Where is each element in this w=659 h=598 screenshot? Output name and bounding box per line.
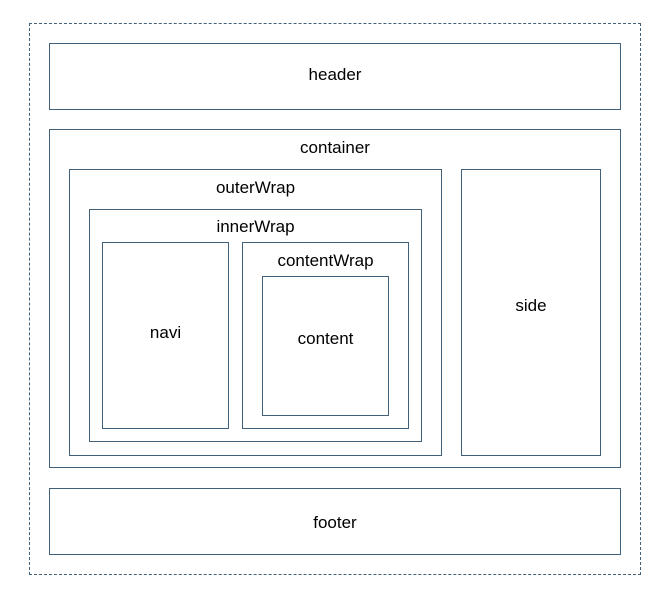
content-box: content	[262, 276, 389, 416]
navi-box: navi	[102, 242, 229, 429]
content-wrap-label: contentWrap	[277, 251, 374, 270]
container-label: container	[300, 138, 370, 157]
page-wrapper	[29, 23, 641, 575]
inner-wrap-label: innerWrap	[216, 217, 295, 236]
header-label: header	[308, 65, 362, 84]
navi-label: navi	[149, 323, 182, 342]
side-box: side	[461, 169, 601, 456]
footer-label: footer	[313, 513, 357, 532]
footer-box: footer	[49, 488, 621, 555]
outer-wrap-label: outerWrap	[215, 178, 296, 197]
side-label: side	[515, 296, 547, 315]
header-box: header	[49, 43, 621, 110]
content-label: content	[297, 329, 354, 348]
